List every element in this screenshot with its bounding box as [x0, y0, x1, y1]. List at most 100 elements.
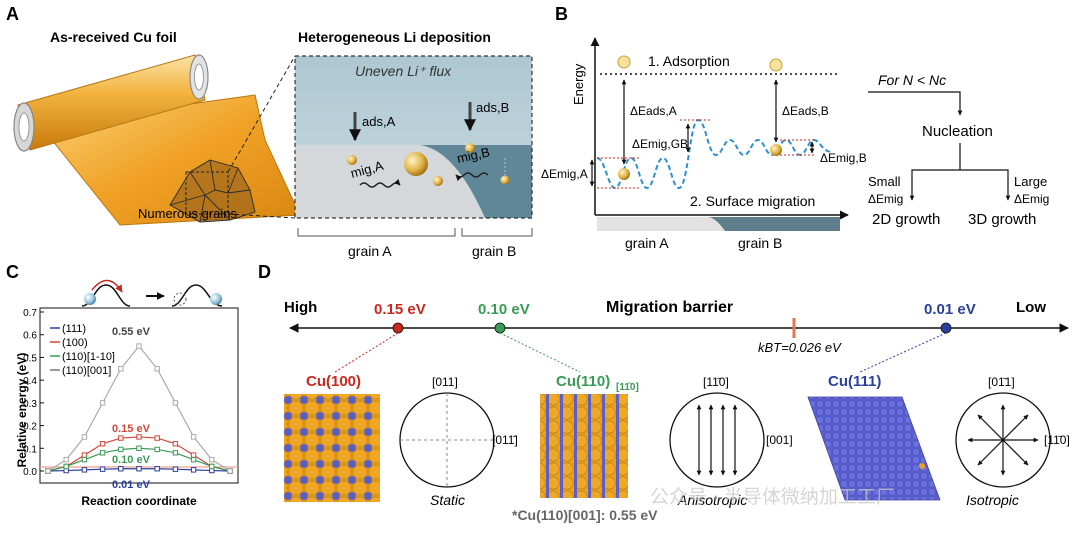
c-series-point [45, 468, 51, 474]
cu111-defect [919, 463, 925, 469]
marker-111 [940, 322, 952, 334]
isotropic-label: Isotropic [966, 492, 1019, 508]
c-y-axis-label: Relative energy (eV) [15, 353, 29, 468]
small-emig-label: ΔEmig [868, 192, 903, 206]
e-mig-gb-label: ΔEmig,GB [632, 137, 688, 151]
high-label: High [284, 299, 317, 316]
value-110: 0.10 eV [478, 301, 530, 318]
cu110-surface [540, 394, 628, 498]
li-atom [347, 155, 357, 165]
foil-title: As-received Cu foil [50, 29, 177, 45]
c-legend: (111) (100) (110)[1-10] (110)[001] [50, 323, 115, 377]
li-nucleus [404, 152, 428, 176]
large-branch-arrow [959, 143, 1011, 201]
c-series-point [172, 450, 179, 456]
e-mig-b-label: ΔEmig,B [820, 151, 867, 165]
c-series-point [99, 466, 106, 472]
c-series-point [209, 463, 215, 470]
numerous-grains-label: Numerous grains [138, 206, 237, 221]
c-y-tick-label: 0.5 [23, 353, 37, 364]
panel-d: D High Low Migration barrier 0.15 eV 0.1… [258, 262, 1070, 523]
c-y-tick-label: 0.3 [23, 399, 37, 410]
flux-label: Uneven Li⁺ flux [355, 63, 452, 79]
li-atom [465, 143, 475, 153]
condition-label: For N < Nc [878, 72, 946, 88]
c-series-point [190, 452, 197, 458]
c-series-point [118, 435, 124, 441]
c-series-point [154, 466, 160, 472]
c-series-point [99, 441, 106, 447]
c-series [45, 343, 233, 474]
label-001: 0.01 eV [112, 479, 151, 491]
grain-b-bar [707, 217, 840, 231]
c-y-tick-label: 0.1 [23, 444, 37, 455]
panel-c: C Relative energy (eV) Reaction coordina… [6, 262, 239, 508]
b-grain-b-label: grain B [738, 235, 782, 251]
legend-100: (100) [62, 337, 88, 349]
c-series-point [190, 434, 197, 440]
c-y-tick-label: 0.6 [23, 331, 37, 342]
adsorption-label: 1. Adsorption [648, 53, 730, 69]
c-y-tick-label: 0.7 [23, 308, 37, 319]
grain-b-label: grain B [472, 243, 516, 259]
dir-001: [001] [766, 433, 793, 447]
value-111: 0.01 eV [924, 301, 976, 318]
panel-b-label: B [555, 4, 568, 24]
zoom-line-top [227, 55, 296, 173]
mig-b-label: mig,B [456, 144, 492, 166]
zoom-box [185, 171, 229, 215]
large-emig-label: ΔEmig [1014, 192, 1049, 206]
grain-a-label: grain A [348, 243, 392, 259]
grain-a-bar [597, 217, 707, 231]
label-010: 0.10 eV [112, 454, 151, 466]
c-series-point [190, 456, 197, 463]
energy-landscape-curve [596, 118, 833, 190]
small-label: Small [868, 174, 901, 189]
dir-1m10: [11̄0] [703, 375, 729, 389]
copper-foil-roll [13, 54, 209, 152]
c-series-point [81, 452, 88, 458]
c-series-point [154, 366, 160, 372]
c-series-point [118, 446, 124, 453]
migration-schematic [81, 279, 223, 307]
low-label: Low [1016, 299, 1046, 316]
c-series-point [172, 466, 179, 472]
cu110-title: Cu(110) [556, 373, 610, 390]
b-grain-a-label: grain A [625, 235, 669, 251]
c-series-point [154, 435, 160, 441]
dir-1m10b: [11̄0] [1044, 433, 1070, 447]
li-atom [500, 175, 510, 185]
footnote: *Cu(110)[001]: 0.55 eV [512, 507, 658, 523]
cu100-surface [284, 394, 380, 502]
static-label: Static [430, 492, 465, 508]
c-y-tick-label: 0.4 [23, 376, 37, 387]
c-series-point [136, 445, 142, 451]
mig-a-arrow [359, 179, 401, 188]
legend-111: (111) [62, 323, 86, 335]
large-label: Large [1014, 174, 1047, 189]
label-015: 0.15 eV [112, 423, 151, 435]
c-series-point [99, 400, 106, 406]
mig-b-arrow [455, 172, 489, 181]
c-series-point [136, 466, 142, 472]
li-atom [433, 176, 443, 186]
e-ads-a-label: ΔEads,A [630, 104, 677, 118]
legend-110-1m10: (110)[1-10] [62, 351, 115, 363]
grain-transition [707, 217, 725, 231]
growth-2d-label: 2D growth [872, 211, 940, 228]
adatom-b-surface [770, 144, 782, 156]
panel-c-label: C [6, 262, 19, 282]
c-y-tick-label: 0.0 [23, 467, 37, 478]
deposition-scene: Uneven Li⁺ flux ads,A ads,B mig,A mig,B [294, 55, 533, 219]
cu110-direction: [11̄0] [616, 382, 639, 393]
cu111-title: Cu(111) [828, 373, 881, 390]
marker-100 [392, 322, 404, 334]
adatom-a-surface [618, 168, 630, 180]
c-series-point [99, 450, 106, 456]
c-x-axis-label: Reaction coordinate [81, 494, 197, 508]
marker-110 [494, 322, 506, 334]
c-series-point [81, 456, 88, 463]
chart-frame [39, 307, 239, 484]
e-ads-b-label: ΔEads,B [782, 104, 829, 118]
cu100-title: Cu(100) [306, 373, 361, 390]
